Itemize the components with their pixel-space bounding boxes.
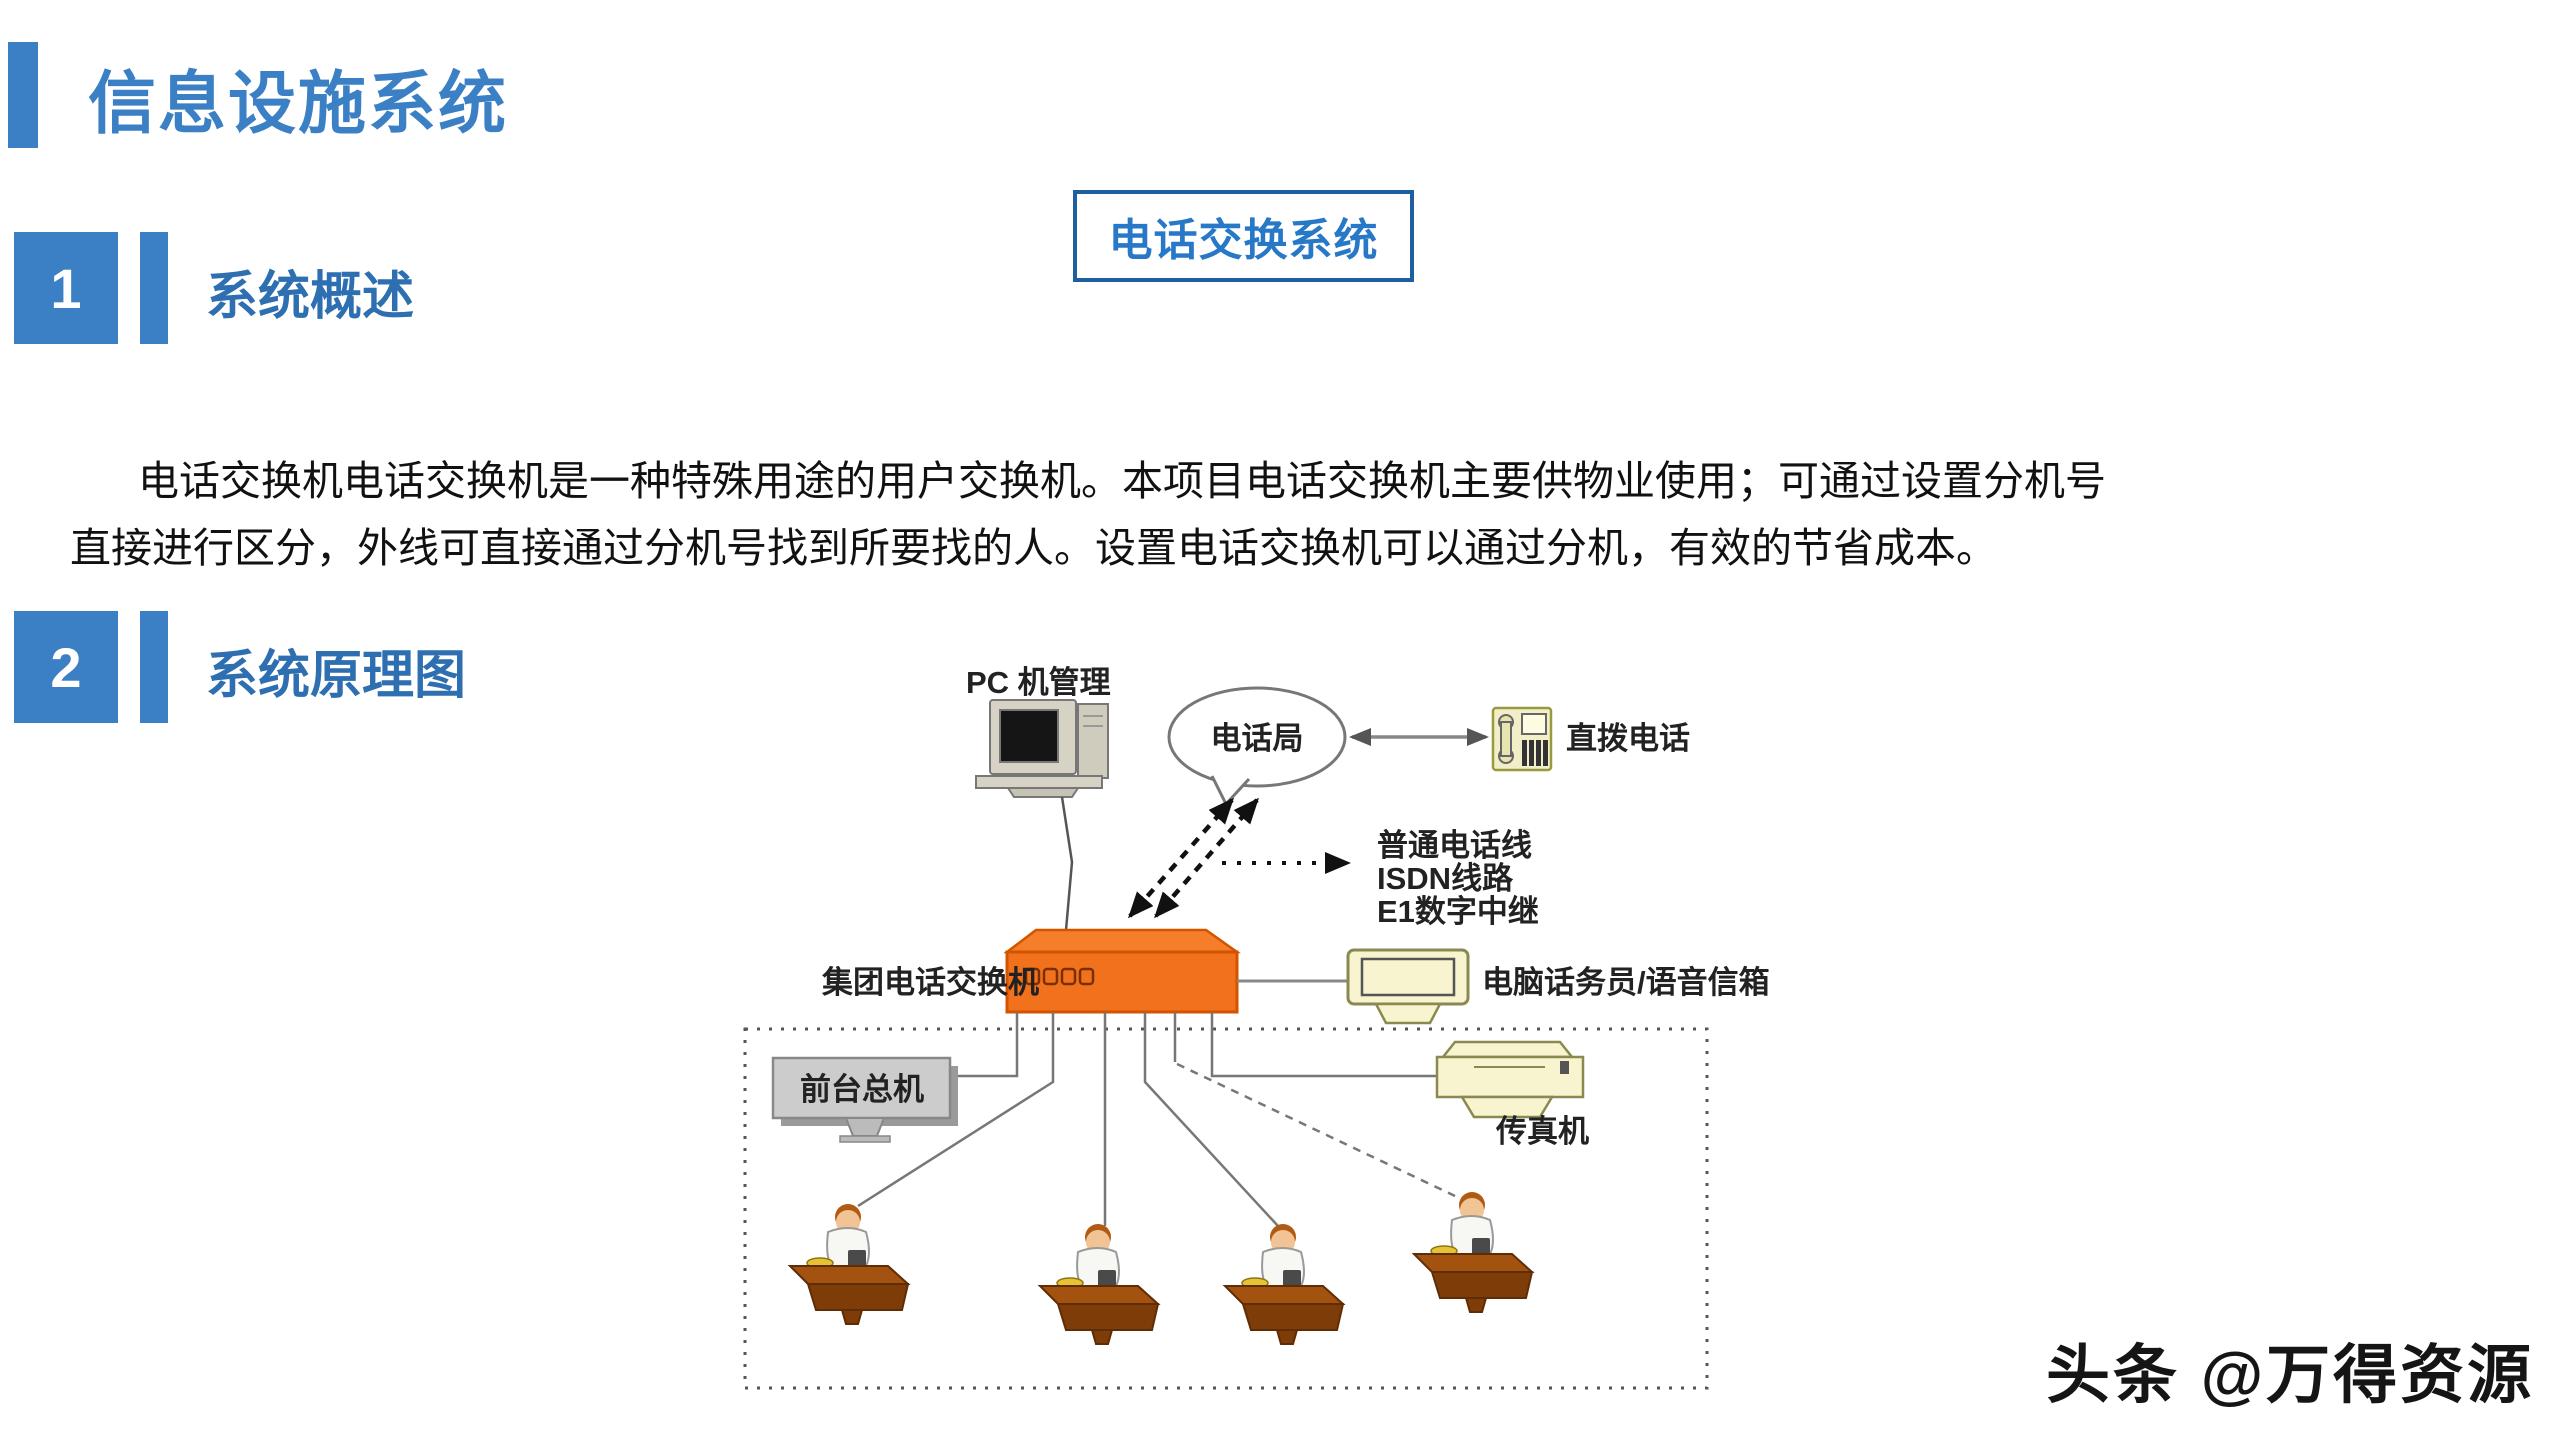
paragraph-line-2: 直接进行区分，外线可直接通过分机号找到所要找的人。设置电话交换机可以通过分机，有… (70, 525, 1997, 571)
trunk-dashed-arrow-2 (1154, 797, 1259, 919)
line-to-desk-4-dashed (1176, 1062, 1456, 1198)
pc-computer-icon (975, 699, 1109, 798)
section-1-accent-bar (140, 232, 168, 344)
telecom-office-bubble: 电话局 (1167, 686, 1347, 807)
watermark: 头条 @万得资源 (2046, 1339, 2535, 1411)
overview-paragraph: 电话交换机电话交换机是一种特殊用途的用户交换机。本项目电话交换机主要供物业使用；… (70, 448, 2390, 582)
voicemail-label: 电脑话务员/语音信箱 (1482, 965, 1770, 1000)
line-to-fax (1210, 1012, 1437, 1078)
operator-desks (787, 1192, 1535, 1345)
front-desk-box: 前台总机 (771, 1056, 958, 1143)
operator-desk-2 (1037, 1224, 1161, 1345)
section-1-number: 1 (14, 232, 118, 344)
operator-desk-1 (787, 1204, 911, 1325)
front-desk-label: 前台总机 (800, 1072, 924, 1107)
title-accent-bar (8, 42, 38, 148)
telecom-office-label: 电话局 (1211, 721, 1304, 756)
trunk-label-isdn: ISDN线路 (1377, 861, 1514, 896)
extensions-dashed-boundary (743, 1027, 1709, 1390)
page-title: 信息设施系统 (88, 66, 509, 142)
line-to-desk-1 (857, 1012, 1055, 1208)
line-to-desk-3 (1143, 1012, 1279, 1227)
pbx-label: 集团电话交换机 (821, 965, 1039, 1000)
direct-phone-icon (1491, 706, 1553, 772)
pbx-switch-box (1003, 928, 1241, 1014)
section-2-title: 系统原理图 (206, 648, 467, 705)
section-2-accent-bar (140, 611, 168, 723)
fax-label: 传真机 (1495, 1114, 1589, 1149)
trunk-label-e1: E1数字中继 (1377, 894, 1539, 929)
line-to-front-desk (952, 1012, 1019, 1078)
extension-lines (857, 1012, 1456, 1227)
voicemail-monitor-icon (1346, 948, 1470, 1025)
fax-machine-icon (1435, 1040, 1585, 1119)
trunk-dashed-arrow-1 (1128, 797, 1234, 919)
system-badge: 电话交换系统 (1073, 190, 1414, 282)
paragraph-line-1: 电话交换机电话交换机是一种特殊用途的用户交换机。本项目电话交换机主要供物业使用；… (138, 458, 2106, 504)
trunk-label-pstn: 普通电话线 (1377, 828, 1532, 863)
trunk-line-labels: 普通电话线 ISDN线路 E1数字中继 (1377, 828, 1539, 929)
section-2-number: 2 (14, 611, 118, 723)
operator-desk-4 (1411, 1192, 1535, 1313)
operator-desk-3 (1222, 1224, 1346, 1345)
direct-phone-label: 直拨电话 (1566, 721, 1690, 756)
pc-management-label: PC 机管理 (966, 665, 1111, 700)
section-1-title: 系统概述 (206, 269, 415, 326)
pc-to-pbx-line (1060, 796, 1074, 931)
